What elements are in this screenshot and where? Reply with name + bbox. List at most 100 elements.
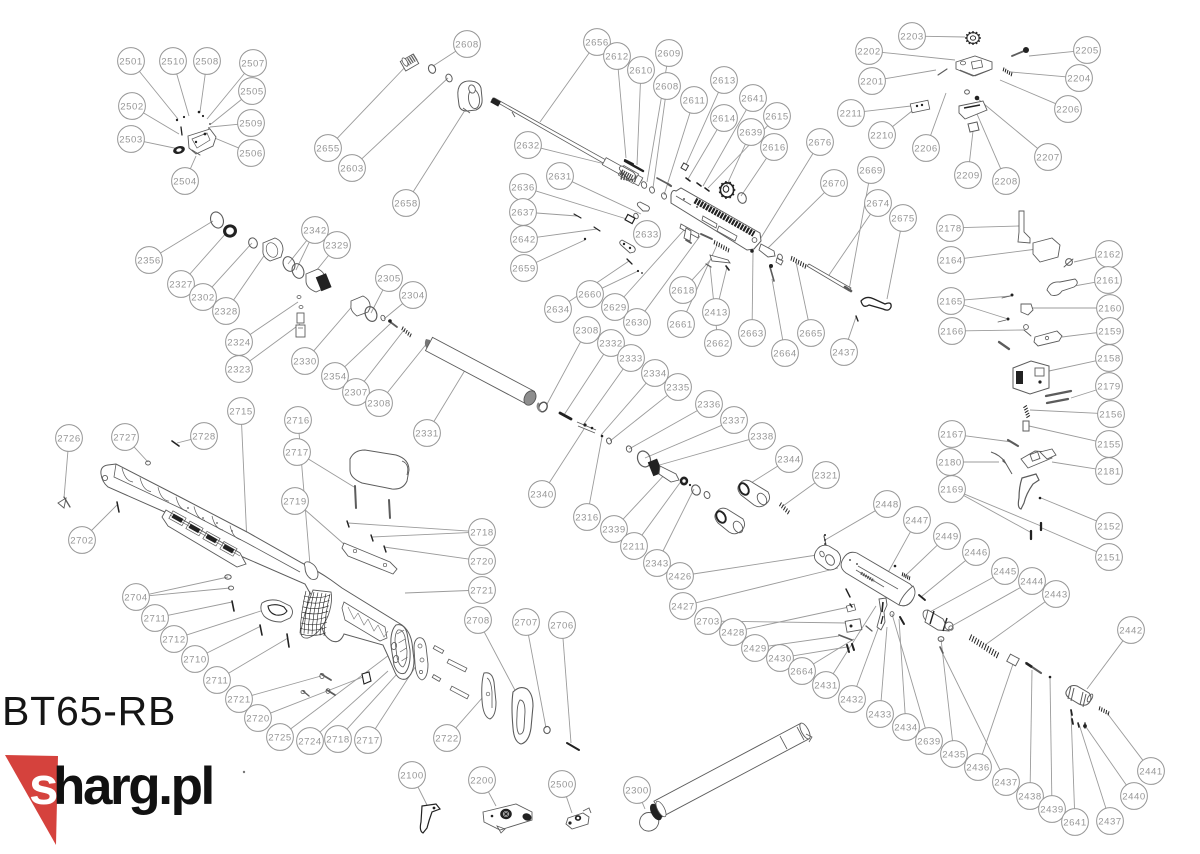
- svg-text:2631: 2631: [548, 171, 572, 182]
- svg-text:2448: 2448: [875, 499, 899, 510]
- svg-text:2208: 2208: [994, 176, 1018, 187]
- svg-text:2664: 2664: [790, 666, 814, 677]
- svg-text:2433: 2433: [868, 709, 892, 720]
- svg-text:2442: 2442: [1119, 625, 1143, 636]
- svg-text:2210: 2210: [870, 130, 894, 141]
- svg-text:2715: 2715: [229, 406, 253, 417]
- svg-text:2166: 2166: [940, 326, 964, 337]
- svg-text:2440: 2440: [1122, 791, 1146, 802]
- svg-text:2708: 2708: [466, 615, 490, 626]
- svg-text:2307: 2307: [344, 387, 368, 398]
- svg-text:2637: 2637: [511, 207, 535, 218]
- svg-text:2661: 2661: [669, 319, 693, 330]
- svg-text:2721: 2721: [470, 585, 494, 596]
- svg-text:2332: 2332: [599, 338, 623, 349]
- svg-text:2344: 2344: [777, 454, 801, 465]
- svg-text:2305: 2305: [377, 273, 401, 284]
- svg-text:2435: 2435: [942, 749, 966, 760]
- svg-text:2321: 2321: [814, 470, 838, 481]
- svg-text:2675: 2675: [891, 213, 915, 224]
- svg-text:2712: 2712: [162, 634, 186, 645]
- svg-text:2330: 2330: [293, 356, 317, 367]
- svg-text:2719: 2719: [283, 496, 307, 507]
- svg-text:2608: 2608: [455, 39, 479, 50]
- svg-text:2509: 2509: [239, 118, 263, 129]
- svg-text:2342: 2342: [303, 225, 327, 236]
- svg-text:2438: 2438: [1018, 791, 1042, 802]
- svg-text:2447: 2447: [905, 515, 929, 526]
- svg-text:2439: 2439: [1040, 804, 1064, 815]
- svg-text:2209: 2209: [956, 170, 980, 181]
- svg-text:2603: 2603: [340, 163, 364, 174]
- svg-text:2718: 2718: [470, 527, 494, 538]
- svg-text:2431: 2431: [814, 680, 838, 691]
- svg-text:2724: 2724: [298, 736, 322, 747]
- svg-text:2343: 2343: [645, 558, 669, 569]
- svg-text:2316: 2316: [575, 512, 599, 523]
- svg-text:2610: 2610: [629, 65, 653, 76]
- svg-text:2211: 2211: [623, 541, 646, 552]
- svg-text:2158: 2158: [1097, 353, 1121, 364]
- svg-text:2720: 2720: [246, 713, 270, 724]
- svg-text:2720: 2720: [470, 556, 494, 567]
- svg-text:2356: 2356: [137, 255, 161, 266]
- svg-text:2703: 2703: [696, 616, 720, 627]
- svg-text:2505: 2505: [240, 86, 264, 97]
- svg-text:2446: 2446: [964, 547, 988, 558]
- svg-text:2434: 2434: [894, 722, 918, 733]
- svg-text:2660: 2660: [578, 289, 602, 300]
- svg-text:2333: 2333: [619, 353, 643, 364]
- svg-text:2206: 2206: [1056, 104, 1080, 115]
- svg-text:2427: 2427: [671, 601, 695, 612]
- svg-text:2202: 2202: [857, 46, 881, 57]
- svg-text:2160: 2160: [1098, 303, 1122, 314]
- svg-text:2639: 2639: [917, 736, 941, 747]
- svg-text:2181: 2181: [1097, 466, 1121, 477]
- svg-text:2718: 2718: [326, 734, 350, 745]
- svg-text:2201: 2201: [860, 76, 884, 87]
- svg-text:2717: 2717: [285, 447, 309, 458]
- svg-text:2329: 2329: [325, 240, 349, 251]
- svg-text:2642: 2642: [512, 234, 536, 245]
- svg-text:2609: 2609: [657, 48, 681, 59]
- svg-text:2507: 2507: [241, 58, 265, 69]
- svg-text:2304: 2304: [401, 290, 425, 301]
- svg-text:2151: 2151: [1097, 552, 1121, 563]
- svg-text:2608: 2608: [655, 81, 679, 92]
- svg-text:2629: 2629: [603, 302, 627, 313]
- svg-text:2429: 2429: [743, 643, 767, 654]
- svg-text:2162: 2162: [1097, 249, 1121, 260]
- svg-text:2164: 2164: [939, 255, 963, 266]
- svg-text:2354: 2354: [323, 371, 347, 382]
- svg-text:2658: 2658: [394, 198, 418, 209]
- svg-text:2501: 2501: [119, 56, 143, 67]
- svg-text:2335: 2335: [666, 382, 690, 393]
- svg-text:2337: 2337: [722, 415, 746, 426]
- svg-text:2728: 2728: [192, 431, 216, 442]
- svg-text:2300: 2300: [625, 785, 649, 796]
- svg-text:2659: 2659: [512, 263, 536, 274]
- svg-text:2308: 2308: [367, 398, 391, 409]
- svg-text:2156: 2156: [1099, 409, 1123, 420]
- svg-text:2618: 2618: [671, 285, 695, 296]
- svg-text:2203: 2203: [900, 31, 924, 42]
- svg-text:2663: 2663: [740, 328, 764, 339]
- svg-text:2178: 2178: [938, 223, 962, 234]
- svg-text:2180: 2180: [938, 457, 962, 468]
- svg-text:2339: 2339: [602, 524, 626, 535]
- svg-text:2717: 2717: [356, 735, 380, 746]
- svg-text:2334: 2334: [643, 368, 667, 379]
- svg-text:2702: 2702: [70, 535, 94, 546]
- svg-text:2430: 2430: [768, 653, 792, 664]
- svg-text:2324: 2324: [227, 337, 251, 348]
- svg-text:2206: 2206: [914, 143, 938, 154]
- svg-text:2340: 2340: [530, 489, 554, 500]
- svg-text:2211: 2211: [840, 108, 863, 119]
- svg-text:2655: 2655: [316, 143, 340, 154]
- svg-text:2437: 2437: [1098, 816, 1122, 827]
- svg-text:2167: 2167: [940, 429, 964, 440]
- svg-text:2656: 2656: [585, 37, 609, 48]
- svg-text:2639: 2639: [739, 127, 763, 138]
- svg-text:2155: 2155: [1097, 439, 1121, 450]
- svg-text:2205: 2205: [1075, 45, 1099, 56]
